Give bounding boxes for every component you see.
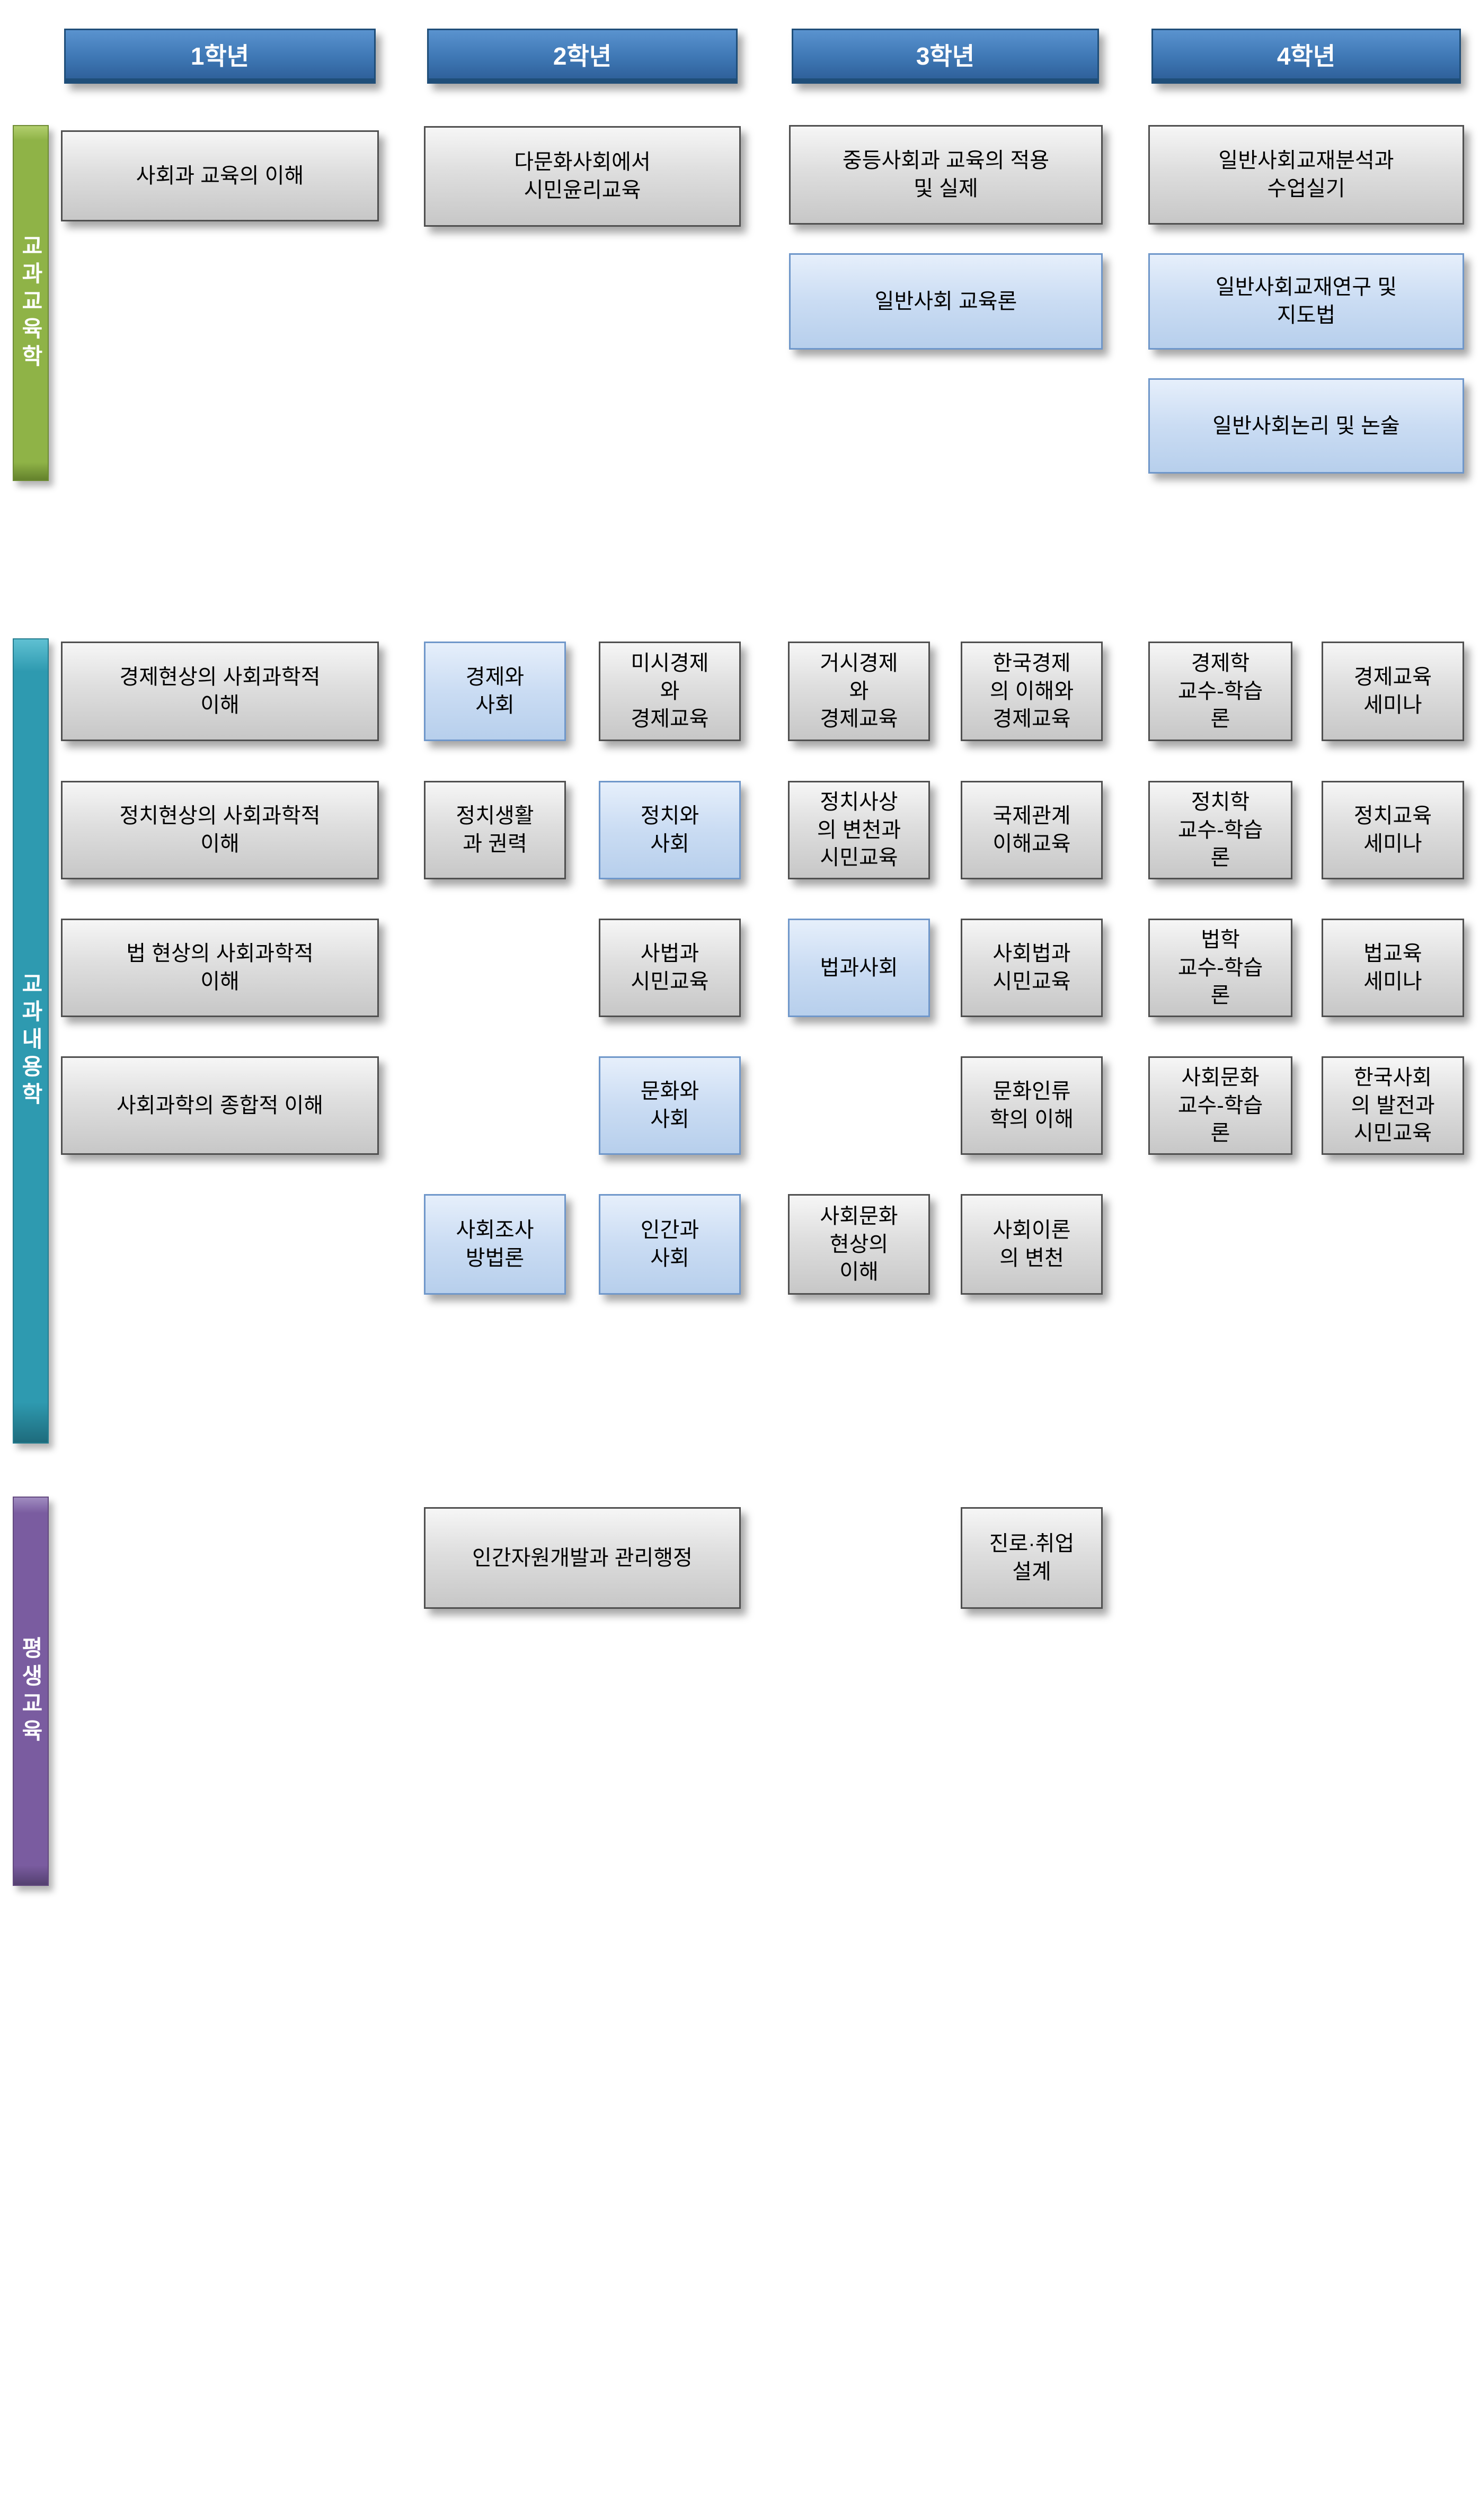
course-political-thought: 정치사상 의 변천과 시민교육 bbox=[788, 781, 930, 879]
course-multicultural-civic-ethics: 다문화사회에서 시민윤리교육 bbox=[424, 126, 741, 227]
course-intl-relations: 국제관계 이해교육 bbox=[961, 781, 1103, 879]
course-sociocultural-phenomena: 사회문화 현상의 이해 bbox=[788, 1194, 930, 1295]
course-econ-phenomena: 경제현상의 사회과학적 이해 bbox=[61, 642, 379, 741]
course-econ-seminar: 경제교육 세미나 bbox=[1322, 642, 1464, 741]
grade-1-header: 1학년 bbox=[64, 29, 376, 84]
course-career-design: 진로·취업 설계 bbox=[961, 1507, 1103, 1609]
course-politics-phenomena: 정치현상의 사회과학적 이해 bbox=[61, 781, 379, 879]
course-politics-teaching: 정치학 교수-학습 론 bbox=[1148, 781, 1292, 879]
course-social-research-methods: 사회조사 방법론 bbox=[424, 1194, 566, 1295]
course-logic-essay: 일반사회논리 및 논술 bbox=[1148, 378, 1464, 474]
course-culture-society: 문화와 사회 bbox=[599, 1056, 741, 1155]
grade-4-header: 4학년 bbox=[1151, 29, 1461, 84]
course-politics-society: 정치와 사회 bbox=[599, 781, 741, 879]
course-socioculture-teaching: 사회문화 교수-학습 론 bbox=[1148, 1056, 1292, 1155]
course-human-society: 인간과 사회 bbox=[599, 1194, 741, 1295]
course-integrated-social-science: 사회과학의 종합적 이해 bbox=[61, 1056, 379, 1155]
course-law-teaching: 법학 교수-학습 론 bbox=[1148, 919, 1292, 1017]
course-social-law-civic: 사회법과 시민교육 bbox=[961, 919, 1103, 1017]
course-judiciary-civic: 사법과 시민교육 bbox=[599, 919, 741, 1017]
course-macro-econ: 거시경제 와 경제교육 bbox=[788, 642, 930, 741]
course-politics-seminar: 정치교육 세미나 bbox=[1322, 781, 1464, 879]
course-general-social-education: 일반사회 교육론 bbox=[789, 253, 1103, 350]
course-political-life-power: 정치생활 과 권력 bbox=[424, 781, 566, 879]
course-law-phenomena: 법 현상의 사회과학적 이해 bbox=[61, 919, 379, 1017]
course-hr-development: 인간자원개발과 관리행정 bbox=[424, 1507, 741, 1609]
course-textbook-analysis-practice: 일반사회교재분석과 수업실기 bbox=[1148, 125, 1464, 225]
section-label-pedagogy: 교과교육학 bbox=[13, 125, 49, 481]
grade-2-header: 2학년 bbox=[427, 29, 738, 84]
course-econ-teaching: 경제학 교수-학습 론 bbox=[1148, 642, 1292, 741]
course-intro-social-studies: 사회과 교육의 이해 bbox=[61, 130, 379, 221]
course-social-theory: 사회이론 의 변천 bbox=[961, 1194, 1103, 1295]
course-secondary-application: 중등사회과 교육의 적용 및 실제 bbox=[789, 125, 1103, 225]
grade-3-header: 3학년 bbox=[792, 29, 1099, 84]
section-label-content: 교과내용학 bbox=[13, 638, 49, 1444]
course-korean-society-dev: 한국사회 의 발전과 시민교육 bbox=[1322, 1056, 1464, 1155]
section-label-lifelong: 평생교육 bbox=[13, 1497, 49, 1886]
course-law-society: 법과사회 bbox=[788, 919, 930, 1017]
course-textbook-research-methods: 일반사회교재연구 및 지도법 bbox=[1148, 253, 1464, 350]
course-micro-econ: 미시경제 와 경제교육 bbox=[599, 642, 741, 741]
course-korean-econ: 한국경제 의 이해와 경제교육 bbox=[961, 642, 1103, 741]
course-economy-society: 경제와 사회 bbox=[424, 642, 566, 741]
course-cultural-anthropology: 문화인류 학의 이해 bbox=[961, 1056, 1103, 1155]
course-law-seminar: 법교육 세미나 bbox=[1322, 919, 1464, 1017]
